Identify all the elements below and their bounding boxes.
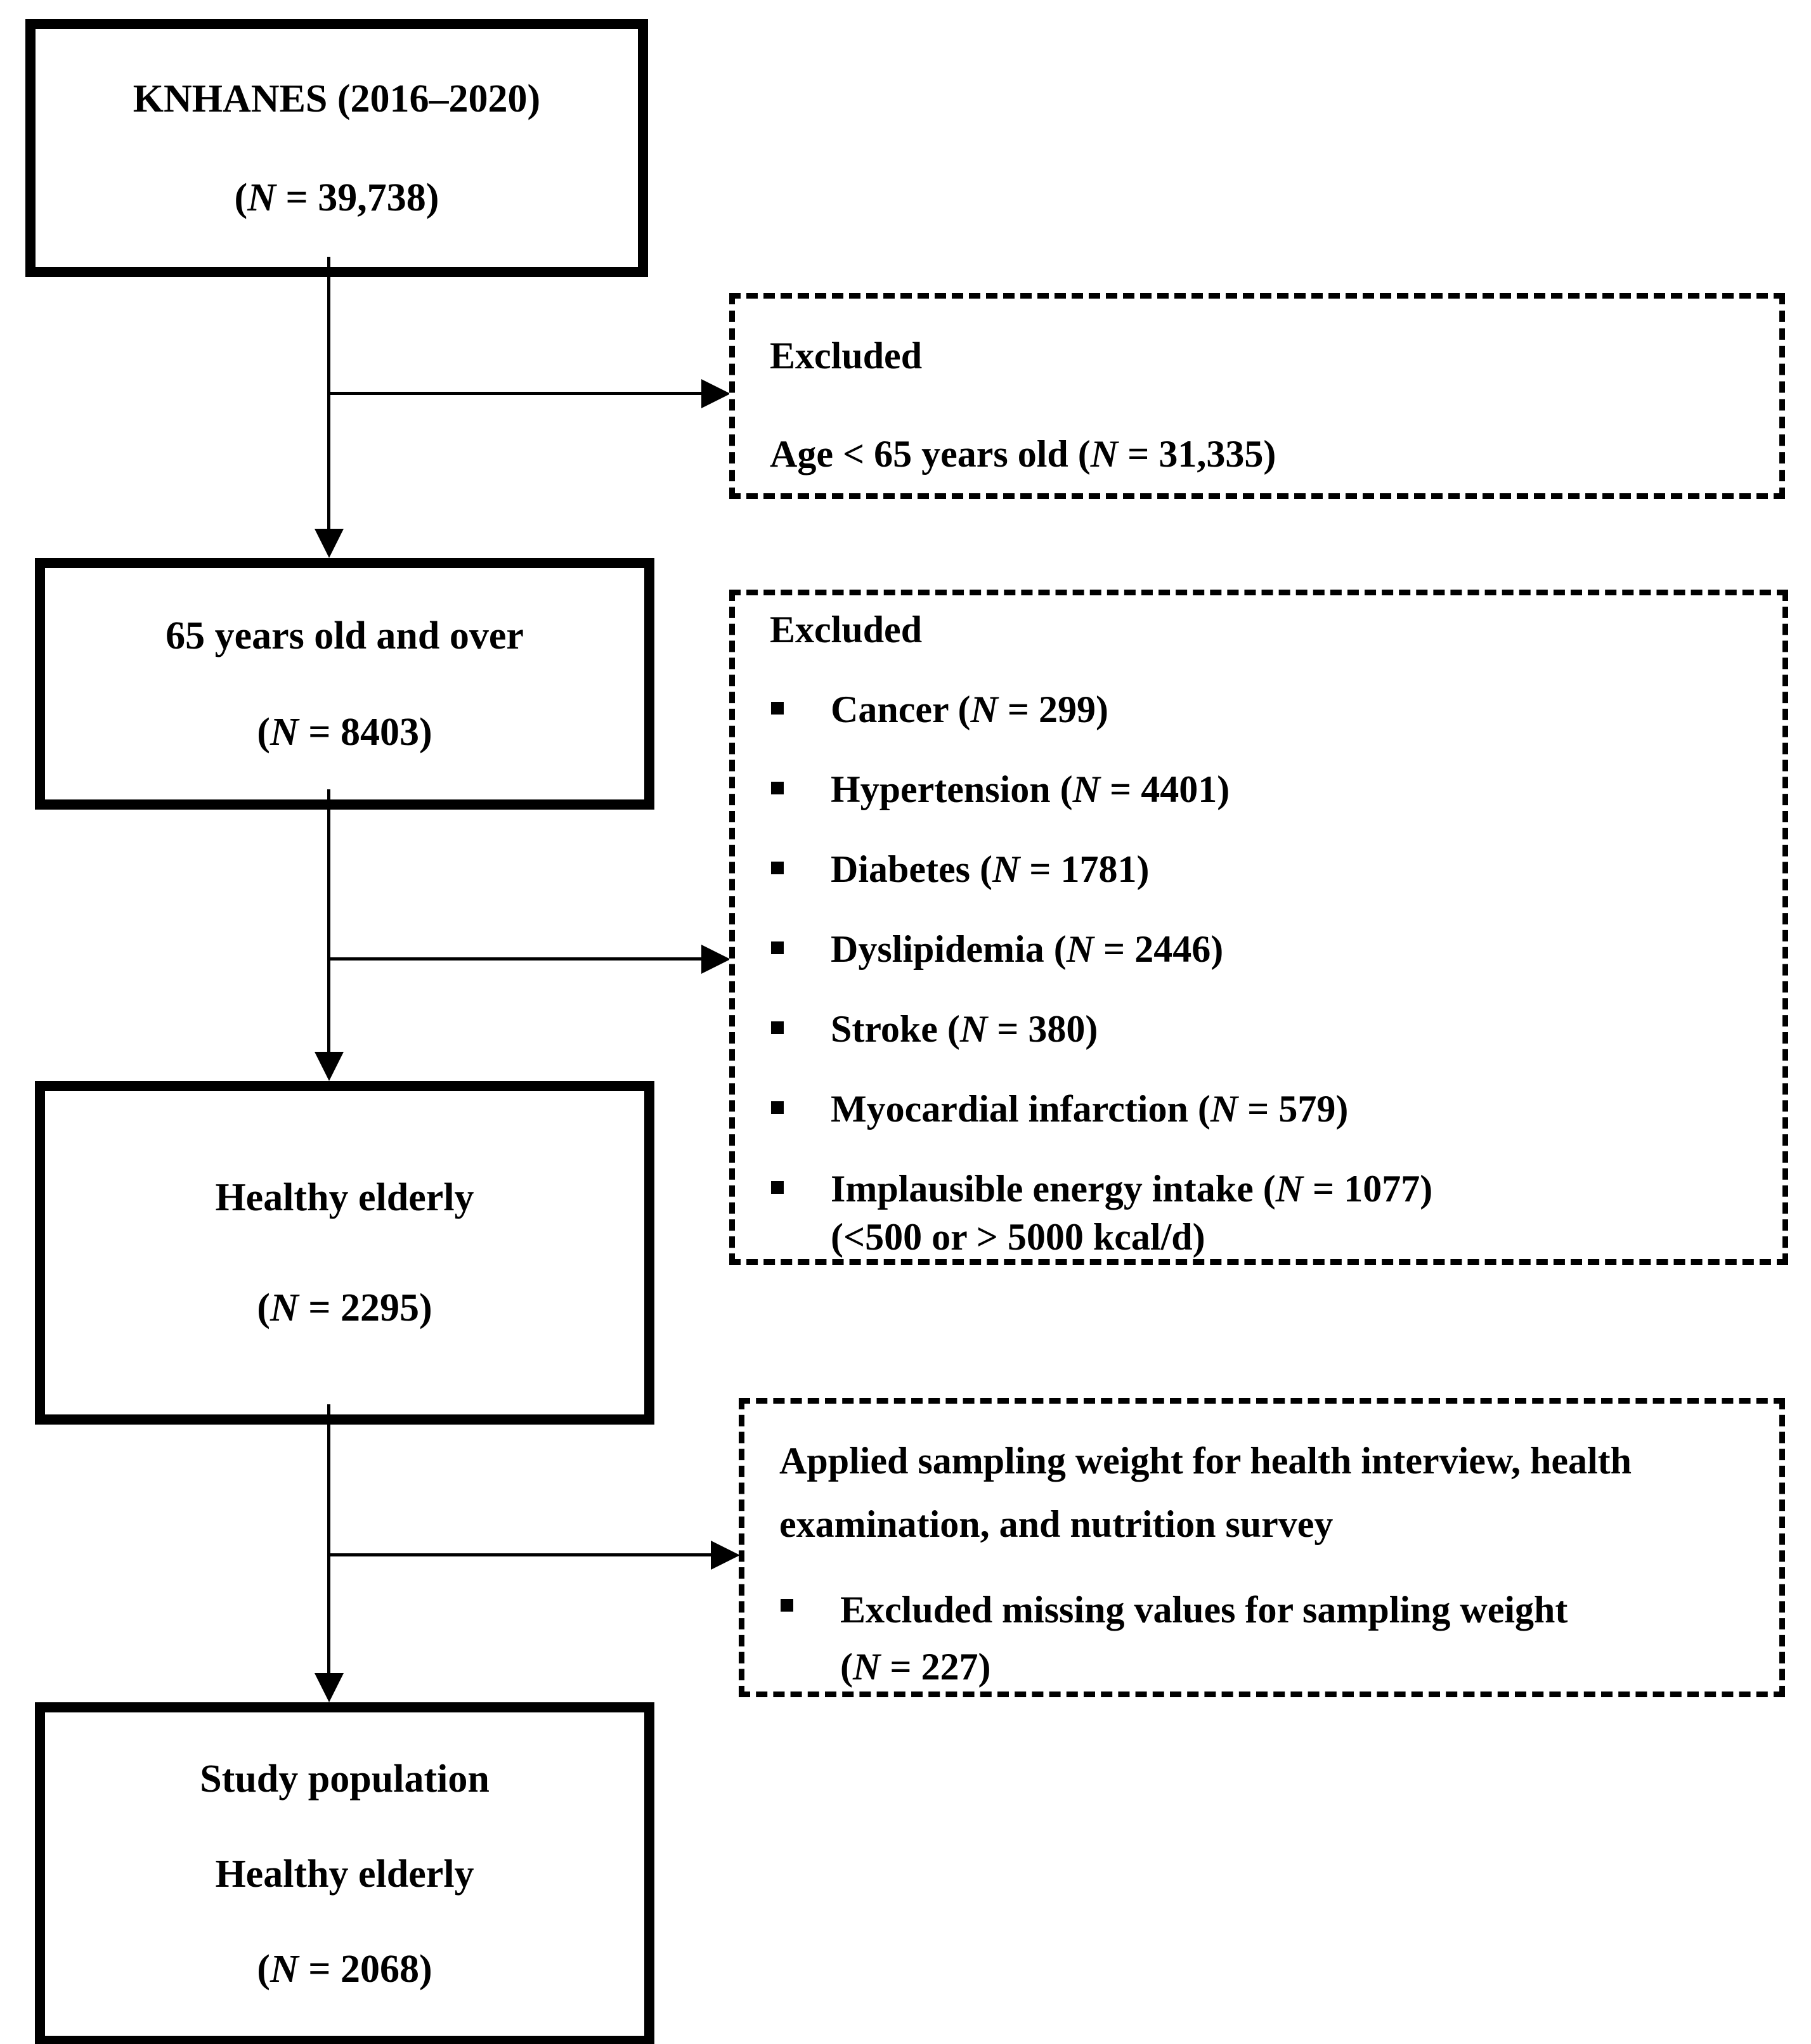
excluded-item-subline: (<500 or > 5000 kcal/d) [831,1216,1205,1258]
box-n-line: (N = 8403) [257,706,432,758]
excluded-item: Diabetes (N = 1781) [831,844,1149,895]
connector-vertical-2 [327,789,330,1052]
connector-branch-1 [328,392,704,395]
n-value: = 227) [880,1646,991,1688]
square-bullet-icon [771,1101,784,1114]
n-value: = 380) [987,1008,1098,1050]
list-item: Stroke (N = 380) [770,1004,1748,1054]
excluded-age-line: Age < 65 years old (N = 31,335) [770,429,1744,479]
box-title: Study population [200,1757,490,1801]
arrowhead-down-icon [315,529,344,558]
list-item: Diabetes (N = 1781) [770,844,1748,895]
arrowhead-right-icon [711,1541,740,1570]
list-item: Implausible energy intake (N = 1077)(<50… [770,1163,1748,1260]
n-value: = 2068) [298,1948,432,1991]
n-symbol: N [1072,768,1100,810]
excluded-age-text: Age < 65 years old ( [770,433,1091,475]
square-bullet-icon [771,1021,784,1034]
square-bullet-icon [771,782,784,794]
box-n-line: (N = 39,738) [235,172,439,224]
list-item: Myocardial infarction (N = 579) [770,1083,1748,1134]
n-symbol: N [269,1286,299,1329]
list-item: Excluded missing values for sampling wei… [779,1581,1744,1695]
n-line: (N = 227) [840,1646,991,1688]
list-item: Hypertension (N = 4401) [770,764,1748,815]
excluded-item: Implausible energy intake (N = 1077) [831,1163,1432,1214]
square-bullet-icon [771,702,784,715]
excluded-list: Cancer (N = 299) Hypertension (N = 4401)… [770,684,1748,1260]
excluded-header: Excluded [770,335,923,377]
box-n-line: (N = 2068) [257,1943,432,1995]
box-title: KNHANES (2016–2020) [133,77,541,120]
excluded-box-diseases: Excluded Cancer (N = 299) Hypertension (… [729,590,1788,1265]
n-value: = 2446) [1094,928,1224,970]
n-symbol: N [1090,433,1119,475]
square-bullet-icon [771,862,784,874]
n-symbol: N [970,689,998,730]
excluded-item: Dyslipidemia (N = 2446) [831,924,1223,974]
sampling-weight-box: Applied sampling weight for health inter… [739,1398,1785,1697]
n-symbol: N [269,710,299,754]
item-text: Implausible energy intake ( [831,1168,1276,1210]
item-text: Cancer ( [831,689,971,730]
n-value: = 579) [1238,1088,1349,1130]
excluded-box-age: Excluded Age < 65 years old (N = 31,335) [729,293,1785,499]
connector-branch-3 [328,1553,713,1556]
box-subtitle: Healthy elderly [215,1853,474,1896]
sampling-paragraph: Applied sampling weight for health inter… [779,1440,1632,1545]
n-value: = 1781) [1020,848,1150,890]
n-symbol: N [992,848,1020,890]
item-text: Hypertension ( [831,768,1073,810]
n-symbol: N [247,176,276,219]
n-symbol: N [852,1646,881,1688]
n-open: ( [257,710,270,754]
connector-branch-2 [328,957,704,961]
item-text: Dyslipidemia ( [831,928,1067,970]
arrowhead-down-icon [315,1673,344,1702]
box-title: Healthy elderly [215,1176,474,1219]
n-symbol: N [1210,1088,1238,1130]
square-bullet-icon [781,1599,793,1612]
item-text: Stroke ( [831,1008,960,1050]
n-open: ( [257,1286,270,1329]
n-value: = 1077) [1303,1168,1433,1210]
n-open: ( [234,176,248,219]
arrowhead-right-icon [701,945,730,974]
square-bullet-icon [771,1181,784,1194]
list-item: Dyslipidemia (N = 2446) [770,924,1748,974]
square-bullet-icon [771,941,784,954]
flow-box-knhanes: KNHANES (2016–2020) (N = 39,738) [25,19,648,277]
item-text: Myocardial infarction ( [831,1088,1211,1130]
sampling-bullet-text: Excluded missing values for sampling wei… [840,1581,1568,1695]
n-value: = 299) [997,689,1109,730]
arrowhead-right-icon [701,379,730,408]
excluded-header: Excluded [770,609,923,650]
arrowhead-down-icon [315,1052,344,1081]
n-open: ( [257,1948,270,1991]
n-symbol: N [959,1008,988,1050]
n-value: = 4401) [1100,768,1230,810]
n-value: = 39,738) [275,176,439,219]
item-text: Diabetes ( [831,848,992,890]
list-item: Cancer (N = 299) [770,684,1748,735]
connector-vertical-3 [327,1404,330,1673]
n-open: ( [840,1646,853,1688]
n-symbol: N [1066,928,1094,970]
excluded-item: Myocardial infarction (N = 579) [831,1083,1348,1134]
box-n-line: (N = 2295) [257,1282,432,1334]
n-value: = 2295) [298,1286,432,1329]
excluded-item: Hypertension (N = 4401) [831,764,1230,815]
flow-box-healthy-elderly: Healthy elderly (N = 2295) [35,1081,654,1425]
n-value: = 8403) [298,710,432,754]
n-value: = 31,335) [1118,433,1276,475]
item-text: Excluded missing values for sampling wei… [840,1589,1568,1631]
flow-box-age65: 65 years old and over (N = 8403) [35,558,654,810]
box-title: 65 years old and over [166,614,524,657]
excluded-item: Cancer (N = 299) [831,684,1108,735]
flow-box-study-population: Study population Healthy elderly (N = 20… [35,1702,654,2044]
n-symbol: N [269,1948,299,1991]
n-symbol: N [1275,1168,1304,1210]
excluded-item: Stroke (N = 380) [831,1004,1098,1054]
